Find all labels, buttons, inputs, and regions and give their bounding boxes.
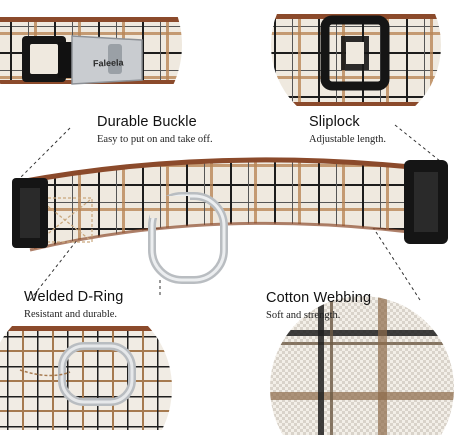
buckle-subtitle: Easy to put on and take off. — [97, 134, 213, 145]
collar-band — [12, 157, 448, 284]
sliplock-zoom-circle — [271, 0, 441, 130]
dring-subtitle: Resistant and durable. — [24, 309, 118, 320]
sliplock-subtitle: Adjustable length. — [309, 134, 386, 145]
webbing-subtitle: Soft and strength. — [266, 310, 341, 321]
brand-mark: Faleela — [92, 57, 124, 69]
sliplock-title: Sliplock — [309, 114, 360, 130]
dring-title: Welded D-Ring — [24, 289, 124, 305]
buckle-title: Durable Buckle — [97, 114, 197, 130]
webbing-title: Cotton Webbing — [266, 290, 372, 306]
buckle-zoom-circle — [0, 0, 182, 140]
